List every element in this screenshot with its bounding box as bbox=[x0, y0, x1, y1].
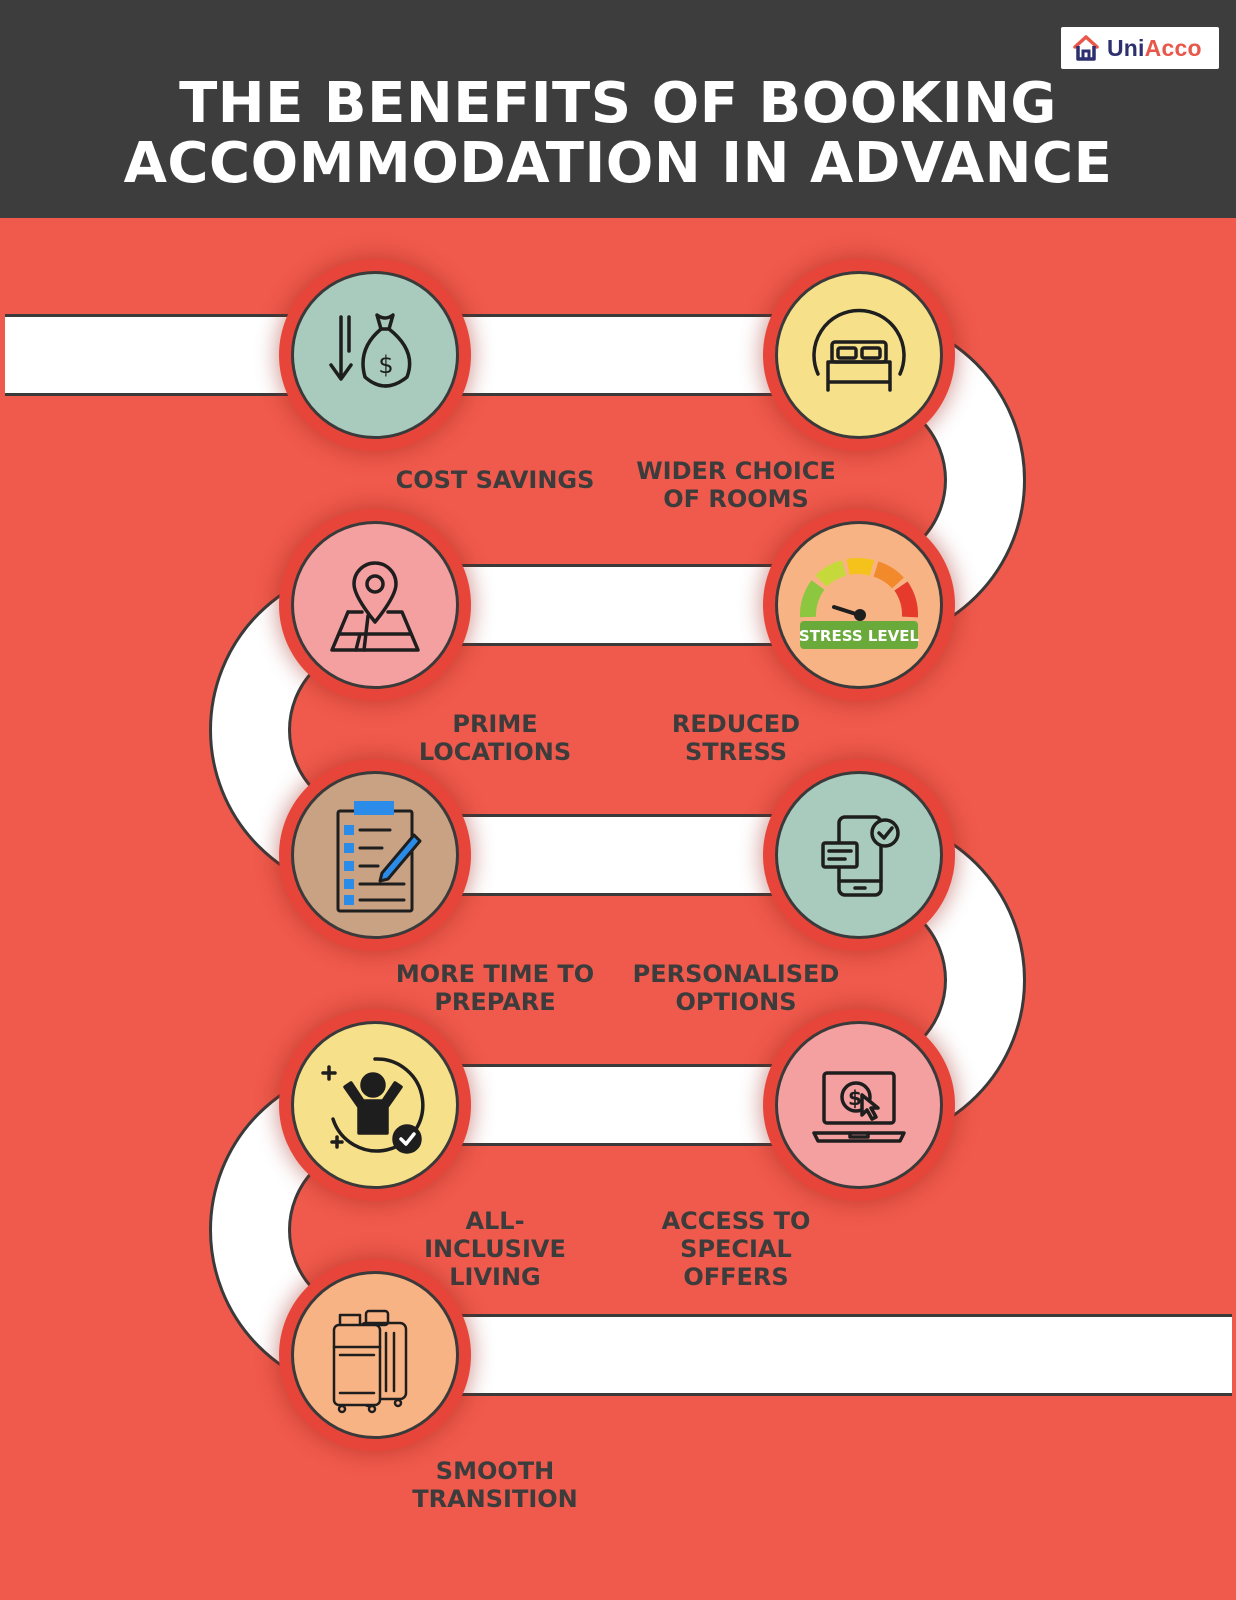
svg-text:$: $ bbox=[848, 1086, 862, 1110]
page-title: THE BENEFITS OF BOOKING ACCOMMODATION IN… bbox=[123, 71, 1113, 196]
benefit-circle-prime-locations bbox=[291, 521, 459, 689]
benefit-label-cost-savings: COST SAVINGS bbox=[395, 466, 595, 494]
benefit-circle-more-time bbox=[291, 771, 459, 939]
checklist-icon bbox=[336, 801, 422, 913]
bed-icon bbox=[812, 308, 906, 392]
benefit-label-wider-choice: WIDER CHOICE OF ROOMS bbox=[636, 457, 836, 513]
benefit-circle-smooth-transition bbox=[291, 1271, 459, 1439]
map-pin-icon bbox=[330, 561, 420, 652]
benefit-label-reduced-stress: REDUCED STRESS bbox=[671, 710, 801, 766]
happy-person-icon bbox=[321, 1057, 425, 1154]
road-fill bbox=[5, 317, 1232, 1393]
benefit-label-special-offers: ACCESS TO SPECIAL OFFERS bbox=[661, 1207, 811, 1291]
benefit-label-more-time: MORE TIME TO PREPARE bbox=[395, 960, 595, 1016]
benefit-circle-reduced-stress: STRESS LEVEL bbox=[775, 521, 943, 689]
house-logo-icon bbox=[1073, 35, 1099, 61]
luggage-icon bbox=[332, 1309, 408, 1414]
laptop-offer-icon: $ bbox=[812, 1071, 906, 1143]
stress-gauge-icon: STRESS LEVEL bbox=[799, 558, 920, 649]
stress-level-text: STRESS LEVEL bbox=[799, 627, 920, 645]
phone-check-icon bbox=[821, 815, 900, 897]
brand-logo: UniAcco bbox=[1061, 27, 1219, 69]
benefit-circle-personalised bbox=[775, 771, 943, 939]
money-bag-down-arrow-icon: $ bbox=[329, 313, 412, 388]
header-banner: THE BENEFITS OF BOOKING ACCOMMODATION IN… bbox=[0, 0, 1236, 218]
benefit-label-all-inclusive: ALL- INCLUSIVE LIVING bbox=[424, 1207, 566, 1291]
benefit-label-smooth-transition: SMOOTH TRANSITION bbox=[412, 1457, 578, 1513]
benefit-circle-all-inclusive bbox=[291, 1021, 459, 1189]
brand-name: UniAcco bbox=[1107, 34, 1202, 61]
benefit-circle-cost-savings: $ bbox=[291, 271, 459, 439]
benefit-circle-wider-choice bbox=[775, 271, 943, 439]
benefit-label-prime-locations: PRIME LOCATIONS bbox=[418, 710, 572, 766]
benefit-circle-special-offers: $ bbox=[775, 1021, 943, 1189]
svg-text:$: $ bbox=[378, 351, 393, 379]
benefit-label-personalised: PERSONALISED OPTIONS bbox=[632, 960, 840, 1016]
